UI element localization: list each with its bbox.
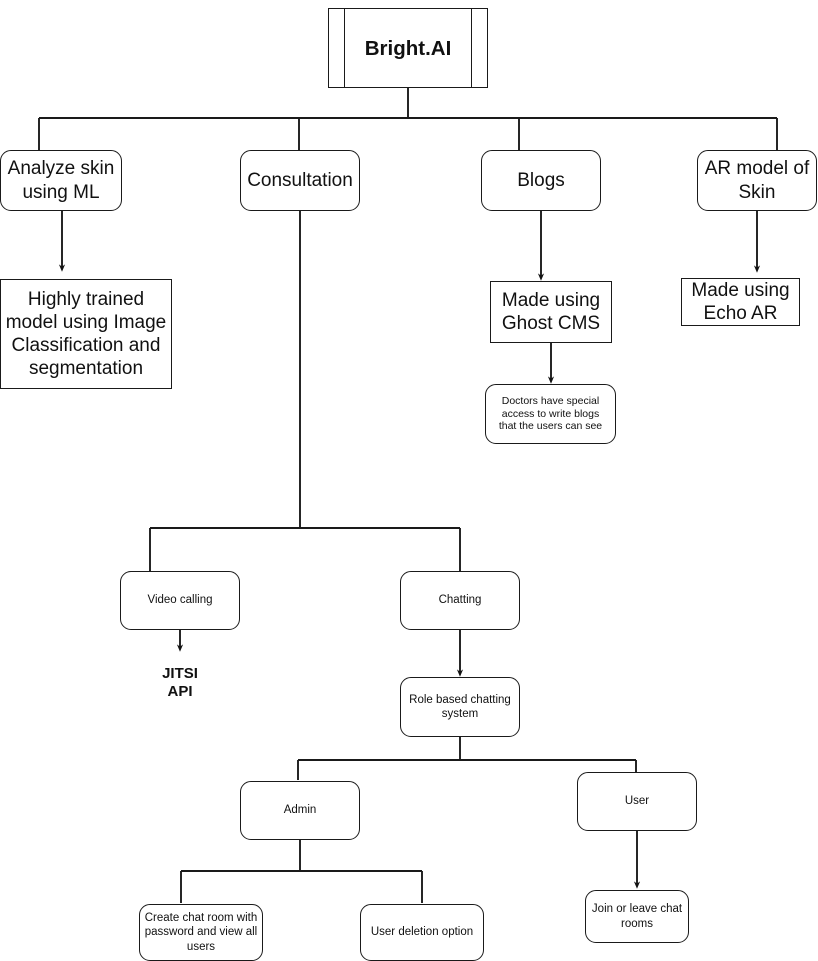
node-create-chat-room-label: Create chat room with password and view …: [144, 912, 258, 953]
node-create-chat-room[interactable]: Create chat room with password and view …: [139, 904, 263, 961]
node-analyze-skin[interactable]: Analyze skin using ML: [0, 150, 122, 211]
node-video-calling-label: Video calling: [147, 594, 213, 607]
node-blogs[interactable]: Blogs: [481, 150, 601, 211]
node-blogs-label: Blogs: [517, 169, 565, 191]
node-ghost-cms[interactable]: Made using Ghost CMS: [490, 281, 612, 343]
node-ghost-cms-label: Made using Ghost CMS: [501, 289, 601, 334]
node-join-leave-rooms[interactable]: Join or leave chat rooms: [585, 890, 689, 943]
node-video-calling[interactable]: Video calling: [120, 571, 240, 630]
node-doctors-access[interactable]: Doctors have special access to write blo…: [485, 384, 616, 444]
node-chatting[interactable]: Chatting: [400, 571, 520, 630]
node-echo-ar-label: Made using Echo AR: [691, 279, 790, 324]
node-root-label: Bright.AI: [364, 36, 452, 60]
node-echo-ar[interactable]: Made using Echo AR: [681, 278, 800, 326]
node-chatting-label: Chatting: [438, 594, 482, 607]
node-user[interactable]: User: [577, 772, 697, 831]
node-highly-trained-model[interactable]: Highly trained model using Image Classif…: [0, 279, 172, 389]
node-jitsi-api-label: JITSI API: [162, 665, 198, 700]
node-user-deletion-label: User deletion option: [370, 926, 474, 939]
node-admin[interactable]: Admin: [240, 781, 360, 840]
node-admin-label: Admin: [283, 804, 317, 817]
predefined-process-right-bar: [471, 9, 472, 87]
node-doctors-access-label: Doctors have special access to write blo…: [498, 394, 603, 433]
node-role-based-chatting[interactable]: Role based chatting system: [400, 677, 520, 737]
node-user-deletion[interactable]: User deletion option: [360, 904, 484, 961]
node-root[interactable]: Bright.AI: [328, 8, 488, 88]
node-join-leave-rooms-label: Join or leave chat rooms: [591, 903, 683, 930]
node-highly-trained-model-label: Highly trained model using Image Classif…: [5, 288, 167, 380]
node-consultation[interactable]: Consultation: [240, 150, 360, 211]
node-ar-model[interactable]: AR model of Skin: [697, 150, 817, 211]
node-user-label: User: [624, 795, 650, 808]
node-jitsi-api: JITSI API: [130, 647, 230, 701]
predefined-process-left-bar: [344, 9, 345, 87]
node-consultation-label: Consultation: [247, 169, 353, 191]
node-role-based-chatting-label: Role based chatting system: [409, 693, 511, 720]
node-ar-model-label: AR model of Skin: [704, 158, 810, 203]
node-analyze-skin-label: Analyze skin using ML: [7, 158, 115, 203]
